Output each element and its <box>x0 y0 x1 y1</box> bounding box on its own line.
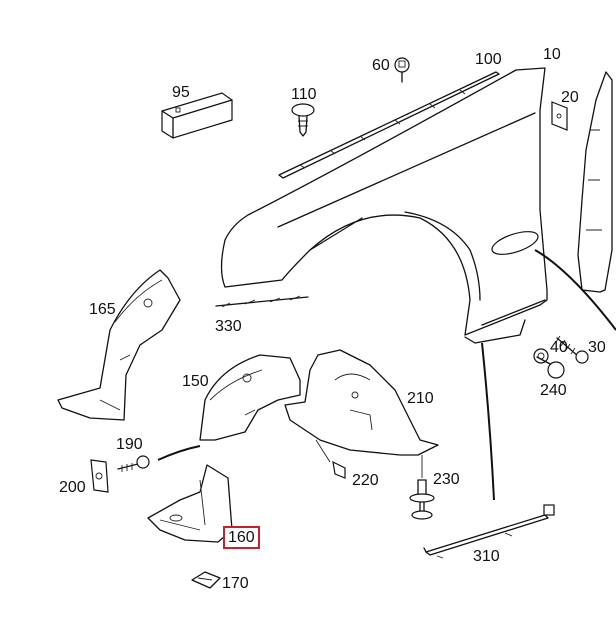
label-part-30[interactable]: 30 <box>588 339 606 356</box>
part-165-liner <box>57 269 181 421</box>
label-part-330[interactable]: 330 <box>215 318 242 335</box>
label-part-160-highlighted[interactable]: 160 <box>223 526 260 549</box>
part-95-block <box>161 92 233 139</box>
part-170-nut <box>191 571 221 589</box>
label-part-190[interactable]: 190 <box>116 436 143 453</box>
part-310-harness <box>423 504 555 559</box>
label-part-40[interactable]: 40 <box>550 339 568 356</box>
part-150-liner <box>199 354 301 441</box>
part-30-screw <box>555 335 589 364</box>
arrow-150 <box>157 445 201 461</box>
part-230-fastener <box>409 455 435 520</box>
label-part-240[interactable]: 240 <box>540 382 567 399</box>
part-100-rail <box>278 71 500 179</box>
part-40-nut <box>533 348 549 364</box>
part-200-clip <box>90 459 109 493</box>
label-part-10[interactable]: 10 <box>543 46 561 63</box>
part-190-screw <box>117 455 150 472</box>
arrow-fender <box>481 342 495 501</box>
part-220-rivet <box>315 439 346 479</box>
part-10-fender <box>220 67 548 344</box>
fender-side-bracket <box>577 71 613 293</box>
part-210-liner <box>284 349 439 456</box>
label-part-230[interactable]: 230 <box>433 471 460 488</box>
label-part-60[interactable]: 60 <box>372 57 390 74</box>
label-part-310[interactable]: 310 <box>473 548 500 565</box>
label-part-200[interactable]: 200 <box>59 479 86 496</box>
part-330-seal <box>215 295 309 308</box>
arrow-harness <box>534 249 616 331</box>
label-part-100[interactable]: 100 <box>475 51 502 68</box>
part-240-plug <box>536 356 565 379</box>
part-20-plate <box>551 101 568 131</box>
label-part-165[interactable]: 165 <box>89 301 116 318</box>
label-part-150[interactable]: 150 <box>182 373 209 390</box>
label-part-95[interactable]: 95 <box>172 84 190 101</box>
label-part-20[interactable]: 20 <box>561 89 579 106</box>
label-part-210[interactable]: 210 <box>407 390 434 407</box>
label-part-110[interactable]: 110 <box>291 86 317 103</box>
part-60-bolt <box>394 57 410 83</box>
part-110-clip <box>291 103 315 137</box>
label-part-220[interactable]: 220 <box>352 472 379 489</box>
label-part-170[interactable]: 170 <box>222 575 249 592</box>
part-160-liner-lower <box>147 464 233 543</box>
